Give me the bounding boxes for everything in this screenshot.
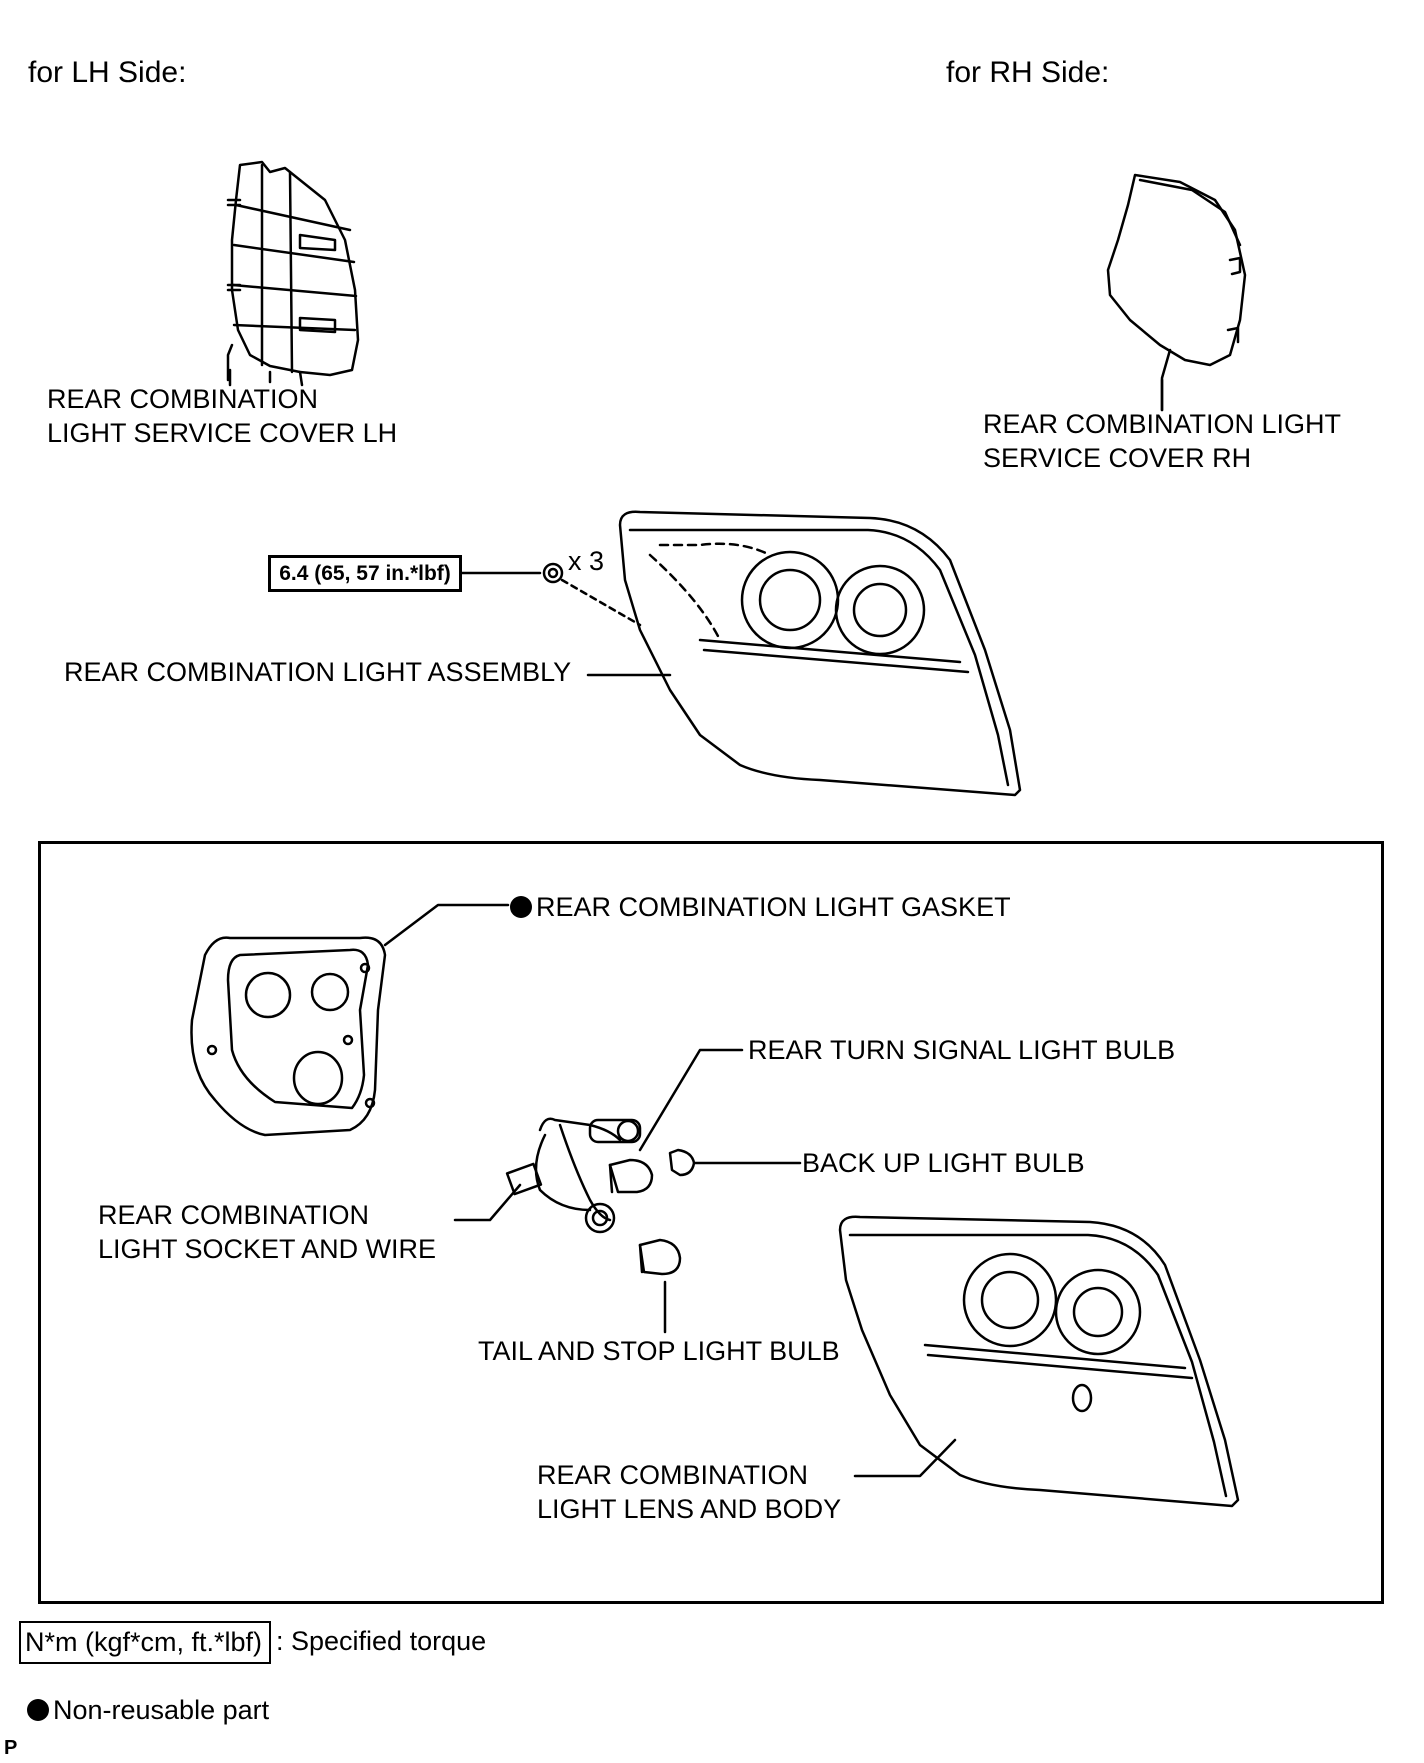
leader-socket-wire (453, 1183, 522, 1222)
bulbs-drawing (608, 1048, 802, 1334)
leader-turn-signal (638, 1048, 744, 1152)
torque-unit-description: : Specified torque (276, 1626, 487, 1656)
turn-signal-bulb-label: REAR TURN SIGNAL LIGHT BULB (748, 1035, 1176, 1065)
non-reusable-mark-icon (510, 896, 532, 918)
socket-wire-drawing (453, 1117, 642, 1234)
lens-body-label: REAR COMBINATION LIGHT LENS AND BODY (537, 1460, 842, 1524)
service-cover-lh-drawing (226, 160, 360, 387)
rh-side-header: for RH Side: (946, 56, 1110, 89)
lens-body-drawing (838, 1215, 1240, 1508)
bolt-leader (460, 562, 642, 627)
bolt-quantity: x 3 (568, 546, 605, 576)
footer-code: P (4, 1737, 18, 1759)
leader-lens-body (853, 1438, 957, 1478)
non-reusable-legend-icon (27, 1699, 49, 1721)
light-assembly-drawing (618, 510, 1022, 797)
disassembly-frame (38, 841, 1384, 1604)
light-assembly-label: REAR COMBINATION LIGHT ASSEMBLY (64, 657, 572, 687)
service-cover-rh-label: REAR COMBINATION LIGHT SERVICE COVER RH (983, 409, 1342, 473)
lh-side-header: for LH Side: (28, 56, 187, 89)
non-reusable-legend: Non-reusable part (27, 1693, 269, 1727)
service-cover-lh-label: REAR COMBINATION LIGHT SERVICE COVER LH (47, 384, 398, 448)
gasket-drawing (190, 903, 510, 1137)
torque-spec-box: 6.4 (65, 57 in.*lbf) (268, 555, 462, 592)
service-cover-rh-drawing (1106, 173, 1247, 412)
tail-stop-bulb-label: TAIL AND STOP LIGHT BULB (478, 1336, 840, 1366)
back-up-bulb-label: BACK UP LIGHT BULB (802, 1148, 1085, 1178)
socket-wire-label: REAR COMBINATION LIGHT SOCKET AND WIRE (98, 1200, 437, 1264)
torque-unit-legend: N*m (kgf*cm, ft.*lbf) (19, 1621, 271, 1664)
gasket-label: REAR COMBINATION LIGHT GASKET (510, 890, 1011, 924)
